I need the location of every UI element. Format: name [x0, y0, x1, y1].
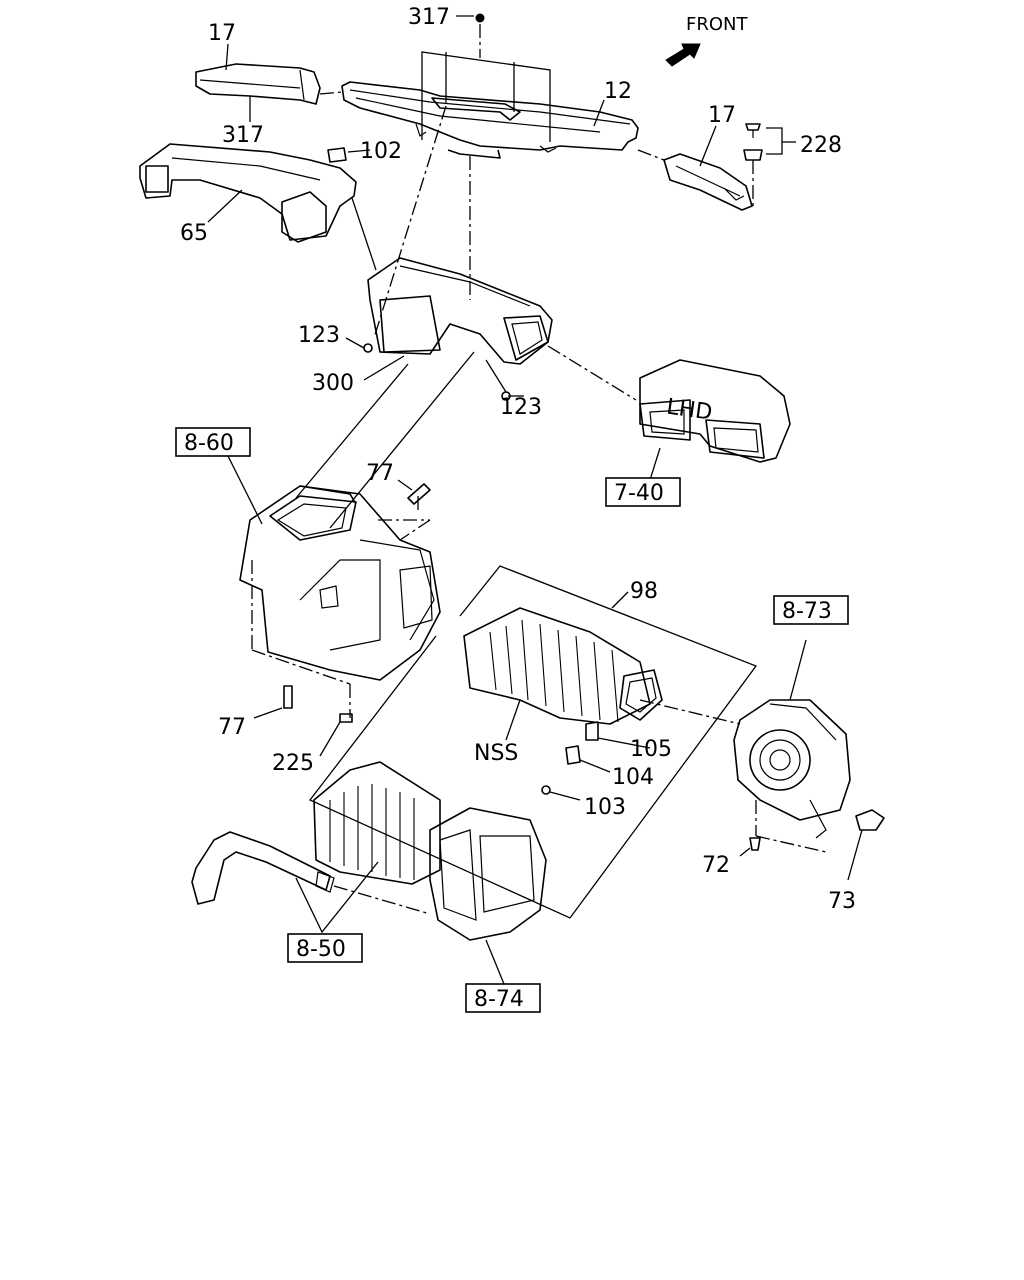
ref-box-8-74: 8-74 [465, 983, 541, 1013]
drain-hose-8-50 [191, 831, 431, 934]
label-104: 104 [612, 765, 654, 790]
bolt-77-bottom [253, 685, 353, 757]
bolt-77-bottom-icon [283, 685, 293, 709]
label-65: 65 [180, 221, 208, 246]
label-12: 12 [604, 79, 632, 104]
label-leaders [207, 43, 717, 525]
duct-300 [367, 257, 553, 365]
svg-text:8-73: 8-73 [782, 599, 832, 624]
duct-65 [139, 143, 357, 243]
assembly-lines [295, 105, 637, 529]
nut-228-icon [743, 149, 763, 161]
side-duct-17-right [637, 149, 753, 211]
connector-73-icon [855, 809, 885, 831]
front-arrow-icon [665, 43, 701, 67]
duct-stamp-lhd: LHD [665, 395, 714, 426]
label-73: 73 [828, 889, 856, 914]
front-indicator: FRONT [665, 14, 748, 67]
label-17-right: 17 [708, 103, 736, 128]
label-123-left: 123 [298, 323, 340, 348]
ref-box-7-40: 7-40 [605, 477, 681, 507]
front-label: FRONT [686, 14, 748, 35]
screw-317-top-icon [475, 13, 485, 23]
clip-102-icon [327, 147, 347, 163]
label-317-left: 317 [222, 123, 264, 148]
svg-text:7-40: 7-40 [614, 481, 664, 506]
label-17-left: 17 [208, 21, 236, 46]
clip-105-icon [585, 721, 599, 741]
clip-104-icon [565, 745, 581, 765]
label-300: 300 [312, 371, 354, 396]
evaporator-8-74 [313, 761, 547, 985]
crossbeam-duct-12 [341, 81, 639, 159]
boxed-labels: 8-60 7-40 8-73 8-50 8-74 [175, 427, 849, 1013]
part-labels: 317 17 317 12 17 228 102 65 123 300 123 … [180, 5, 856, 914]
bolt-77-top [397, 479, 431, 505]
ref-box-8-73: 8-73 [773, 595, 849, 625]
screw-228-icon [745, 123, 761, 131]
clip-123-left-icon [363, 343, 373, 353]
duct-7-40-lhd: LHD [639, 359, 791, 463]
label-317-top: 317 [408, 5, 450, 30]
leader-317-top-bracket [421, 13, 551, 142]
ref-box-8-50: 8-50 [287, 933, 363, 963]
label-103: 103 [584, 795, 626, 820]
bellows-duct-98 [308, 565, 758, 919]
label-105: 105 [630, 737, 672, 762]
label-98: 98 [630, 579, 658, 604]
duct-65-outlet-left [145, 165, 169, 193]
svg-text:8-50: 8-50 [296, 937, 346, 962]
duct-65-outlet-right [281, 191, 327, 243]
label-102: 102 [360, 139, 402, 164]
bolt-72-icon [749, 837, 761, 851]
clip-225-icon [339, 713, 353, 723]
heater-unit-8-60 [239, 485, 441, 718]
bolt-77-top-icon [407, 483, 431, 505]
svg-text:8-60: 8-60 [184, 431, 234, 456]
label-228: 228 [800, 133, 842, 158]
svg-text:8-74: 8-74 [474, 987, 524, 1012]
clip-103-icon [541, 785, 551, 795]
label-77-top: 77 [366, 461, 394, 486]
label-nss: NSS [474, 741, 518, 766]
label-123-right: 123 [500, 395, 542, 420]
fasteners-228 [743, 123, 796, 206]
ref-box-8-60: 8-60 [175, 427, 251, 457]
side-duct-17-left [195, 63, 343, 105]
label-77-bottom: 77 [218, 715, 246, 740]
label-72: 72 [702, 853, 730, 878]
blower-8-73 [733, 639, 885, 881]
label-225: 225 [272, 751, 314, 776]
